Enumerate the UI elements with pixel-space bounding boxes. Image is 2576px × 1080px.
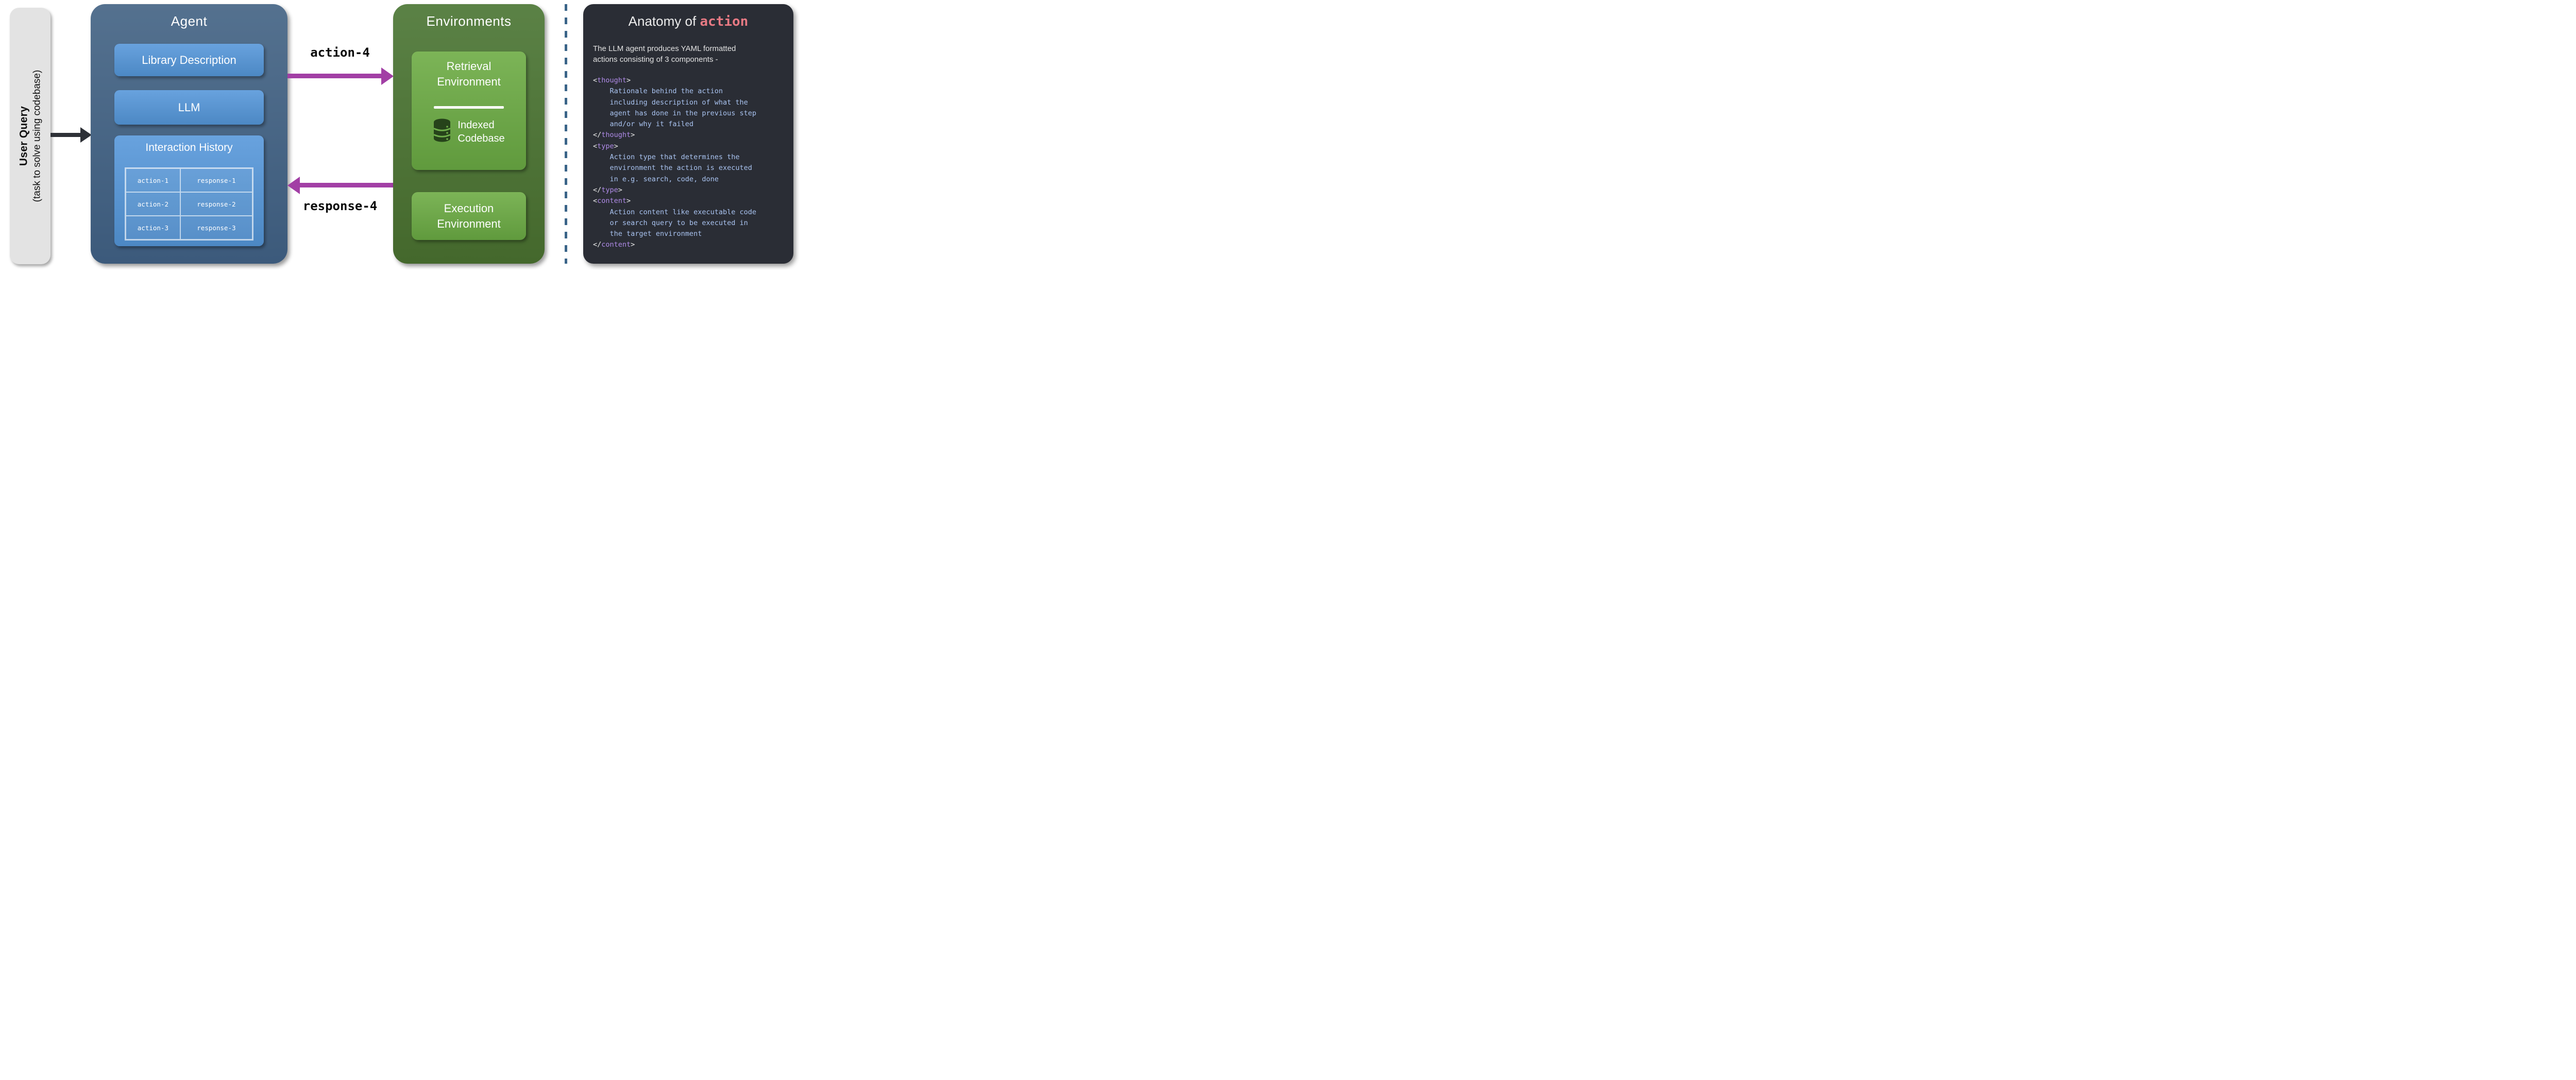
llm-box: LLM	[114, 90, 264, 125]
history-table-cell: response-1	[180, 168, 252, 192]
retrieval-environment-box: Retrieval Environment Indexed Codebase	[412, 52, 526, 170]
code-line: including description of what the	[593, 98, 748, 107]
anatomy-title-keyword: action	[700, 14, 749, 29]
user-query-arrow-head	[80, 127, 92, 143]
user-query-box: User Query (task to solve using codebase…	[10, 8, 50, 264]
code-line: agent has done in the previous step	[593, 109, 756, 117]
code-line: </content>	[593, 241, 635, 249]
library-description-box: Library Description	[114, 44, 264, 76]
user-query-title: User Query	[18, 106, 29, 166]
history-table-cell: action-3	[126, 216, 180, 239]
code-line: Action type that determines the	[593, 153, 740, 162]
action-arrow-head	[381, 67, 394, 85]
library-description-label: Library Description	[142, 53, 236, 66]
indexed-codebase-row: Indexed Codebase	[412, 118, 526, 145]
code-line: <thought>	[593, 76, 631, 84]
anatomy-subtitle-line2: actions consisting of 3 components -	[593, 55, 718, 64]
anatomy-panel: Anatomy of action The LLM agent produces…	[583, 4, 793, 264]
environments-title: Environments	[426, 13, 512, 29]
code-line: </type>	[593, 185, 622, 194]
user-query-subtitle: (task to solve using codebase)	[31, 70, 42, 202]
response-arrow-shaft	[300, 183, 394, 187]
dashed-divider	[565, 4, 567, 264]
code-line: Rationale behind the action	[593, 87, 723, 96]
agent-box: Agent Library Description LLM Interactio…	[91, 4, 287, 264]
user-query-rotated-text: User Query (task to solve using codebase…	[18, 8, 43, 264]
code-line: environment the action is executed	[593, 164, 752, 173]
code-line: in e.g. search, code, done	[593, 175, 719, 183]
environments-box: Environments Retrieval Environment I	[393, 4, 545, 264]
action-arrow-shaft	[287, 74, 381, 78]
anatomy-title-prefix: Anatomy of	[628, 13, 700, 29]
code-line: Action content like executable code	[593, 208, 756, 216]
agent-title: Agent	[171, 13, 208, 29]
code-line: or search query to be executed in	[593, 218, 748, 227]
llm-label: LLM	[178, 100, 200, 114]
yaml-code-block: <thought> Rationale behind the action in…	[593, 75, 790, 251]
agent-architecture-diagram: User Query (task to solve using codebase…	[0, 0, 805, 270]
code-line: and/or why it failed	[593, 120, 694, 129]
history-table-cell: response-2	[180, 192, 252, 216]
anatomy-subtitle-line1: The LLM agent produces YAML formatted	[593, 44, 736, 53]
interaction-history-title: Interaction History	[145, 142, 233, 153]
indexed-codebase-label: Indexed Codebase	[457, 119, 505, 144]
history-table-cell: action-2	[126, 192, 180, 216]
code-line: </thought>	[593, 131, 635, 140]
response-arrow-label: response-4	[302, 199, 378, 213]
retrieval-environment-label: Retrieval Environment	[437, 60, 501, 88]
retrieval-divider-line	[434, 106, 504, 109]
code-line: the target environment	[593, 230, 702, 238]
code-line: <type>	[593, 142, 618, 150]
history-table-cell: action-1	[126, 168, 180, 192]
code-line: <content>	[593, 197, 631, 205]
database-icon	[433, 118, 451, 142]
user-query-arrow-shaft	[50, 133, 80, 137]
response-arrow-head	[287, 177, 300, 194]
history-table-cell: response-3	[180, 216, 252, 239]
anatomy-subtitle: The LLM agent produces YAML formatted ac…	[593, 43, 787, 65]
anatomy-title: Anatomy of action	[583, 13, 793, 29]
action-arrow-label: action-4	[310, 45, 370, 60]
